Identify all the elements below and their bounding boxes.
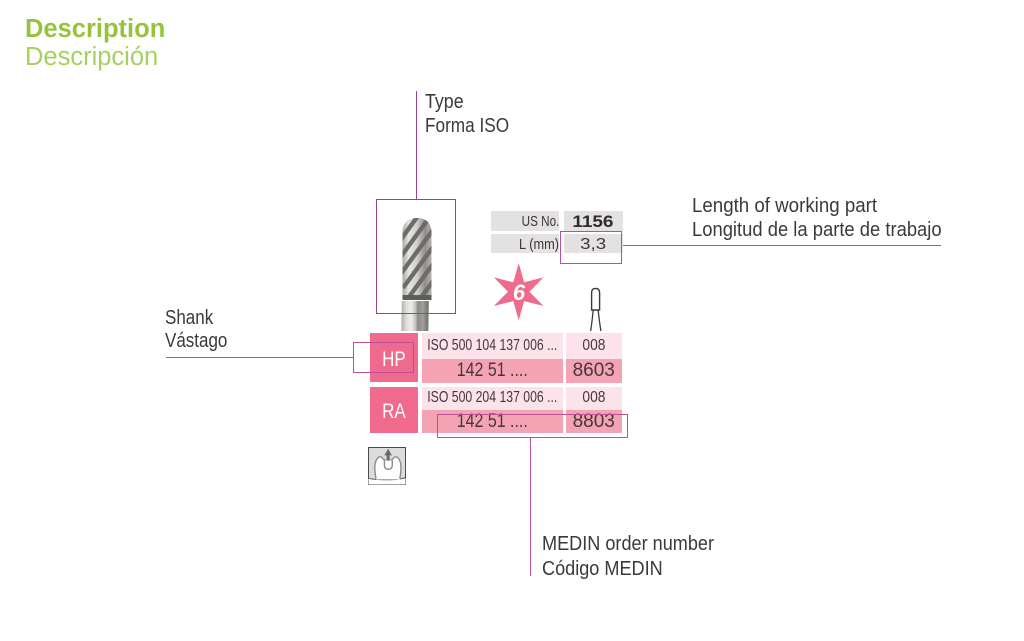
svg-text:6: 6 (513, 280, 526, 305)
